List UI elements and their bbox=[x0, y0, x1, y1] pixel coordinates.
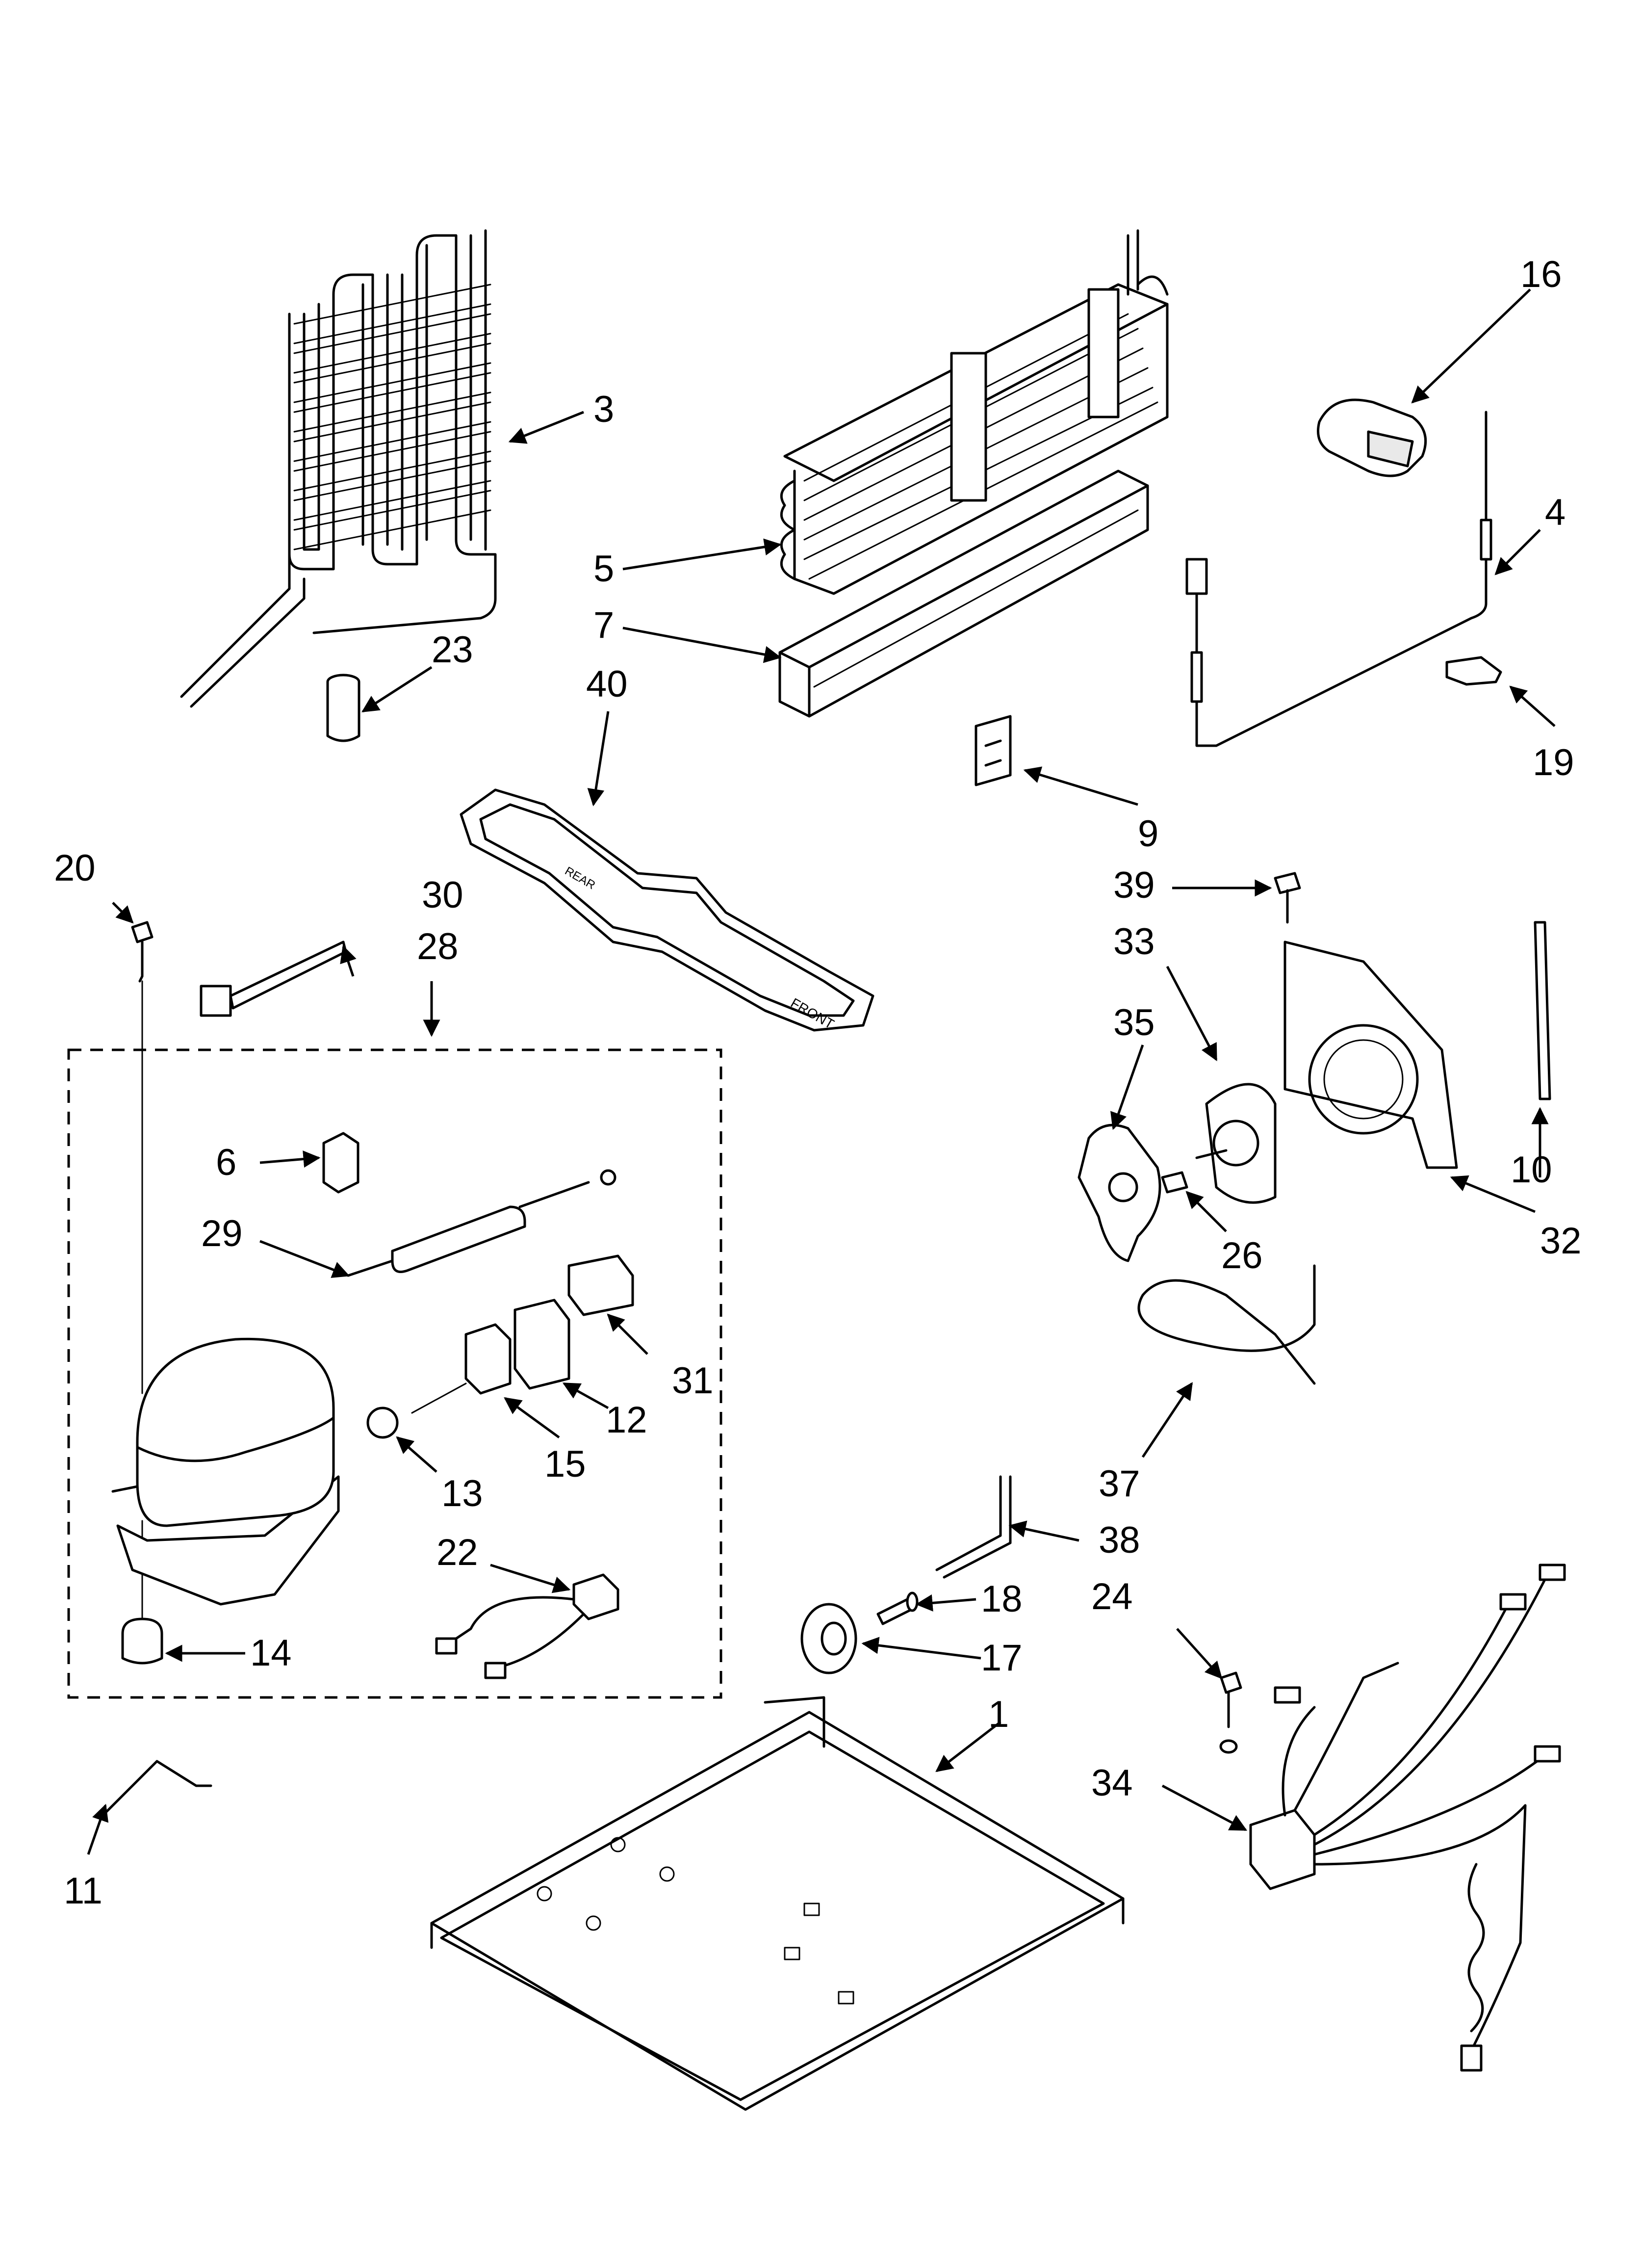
callout-18: 18 bbox=[981, 1578, 1023, 1620]
leader-lines bbox=[87, 288, 1556, 1855]
ground-screw-24 bbox=[1219, 1671, 1242, 1754]
callout-6: 6 bbox=[216, 1142, 236, 1183]
cover-cap bbox=[1317, 398, 1427, 477]
capillary-part bbox=[326, 674, 360, 742]
drain-pan: FRONT REAR bbox=[460, 788, 874, 1032]
callout-24: 24 bbox=[1091, 1576, 1133, 1617]
callout-4: 4 bbox=[1545, 492, 1565, 533]
callout-17: 17 bbox=[981, 1637, 1023, 1679]
assembly-group-box bbox=[67, 1048, 722, 1699]
relay-clip bbox=[322, 1132, 359, 1194]
callout-16: 16 bbox=[1520, 254, 1562, 295]
foam-strip bbox=[1534, 921, 1551, 1100]
evaporator-tray bbox=[778, 469, 1149, 718]
callout-38: 38 bbox=[1099, 1519, 1140, 1561]
cable-tie bbox=[200, 940, 347, 1017]
sensor-wire bbox=[1185, 411, 1492, 747]
fan-assembly bbox=[1078, 872, 1458, 1262]
condenser-coil bbox=[180, 229, 497, 708]
grommet bbox=[121, 1617, 163, 1665]
compressor bbox=[111, 1337, 399, 1606]
callout-3: 3 bbox=[593, 389, 614, 430]
callout-35: 35 bbox=[1113, 1002, 1155, 1043]
callout-5: 5 bbox=[593, 548, 614, 590]
callout-19: 19 bbox=[1533, 742, 1574, 783]
callout-37: 37 bbox=[1099, 1463, 1140, 1505]
start-relay bbox=[567, 1254, 634, 1316]
evaporator-coil bbox=[780, 229, 1169, 595]
base-frame bbox=[430, 1696, 1125, 2111]
callout-15: 15 bbox=[544, 1443, 586, 1485]
bracket bbox=[975, 715, 1012, 786]
callout-labels: 1 3 4 5 6 7 9 10 11 12 13 14 15 16 17 18… bbox=[54, 254, 1582, 1912]
wire-form bbox=[102, 1760, 212, 1817]
callout-40: 40 bbox=[586, 663, 628, 705]
callout-22: 22 bbox=[436, 1532, 478, 1573]
callout-23: 23 bbox=[432, 629, 473, 671]
callout-10: 10 bbox=[1511, 1149, 1552, 1191]
leveling-foot bbox=[800, 1603, 857, 1674]
callout-7: 7 bbox=[593, 604, 614, 646]
callout-11: 11 bbox=[64, 1870, 103, 1912]
callout-31: 31 bbox=[672, 1360, 714, 1402]
callout-32: 32 bbox=[1540, 1220, 1582, 1262]
overload-relay bbox=[464, 1323, 512, 1395]
callout-33: 33 bbox=[1113, 921, 1155, 963]
filter-drier bbox=[347, 1169, 616, 1277]
drain-hose bbox=[1137, 1264, 1316, 1385]
bolt bbox=[876, 1591, 919, 1625]
drain-tube bbox=[935, 1475, 1012, 1579]
overload-cover bbox=[513, 1299, 570, 1390]
callout-28: 28 bbox=[417, 926, 459, 967]
callout-13: 13 bbox=[441, 1473, 483, 1514]
callout-26: 26 bbox=[1221, 1235, 1263, 1277]
callout-39: 39 bbox=[1113, 864, 1155, 906]
callout-1: 1 bbox=[988, 1694, 1009, 1735]
callout-29: 29 bbox=[201, 1213, 243, 1254]
callout-30: 30 bbox=[422, 874, 463, 916]
callout-34: 34 bbox=[1091, 1762, 1133, 1804]
callout-9: 9 bbox=[1138, 813, 1158, 855]
callout-12: 12 bbox=[606, 1399, 647, 1441]
callout-20: 20 bbox=[54, 847, 96, 889]
clip bbox=[1445, 656, 1502, 686]
wire-harness bbox=[1249, 1564, 1566, 2072]
compressor-harness bbox=[435, 1573, 619, 1679]
callout-14: 14 bbox=[250, 1632, 292, 1674]
